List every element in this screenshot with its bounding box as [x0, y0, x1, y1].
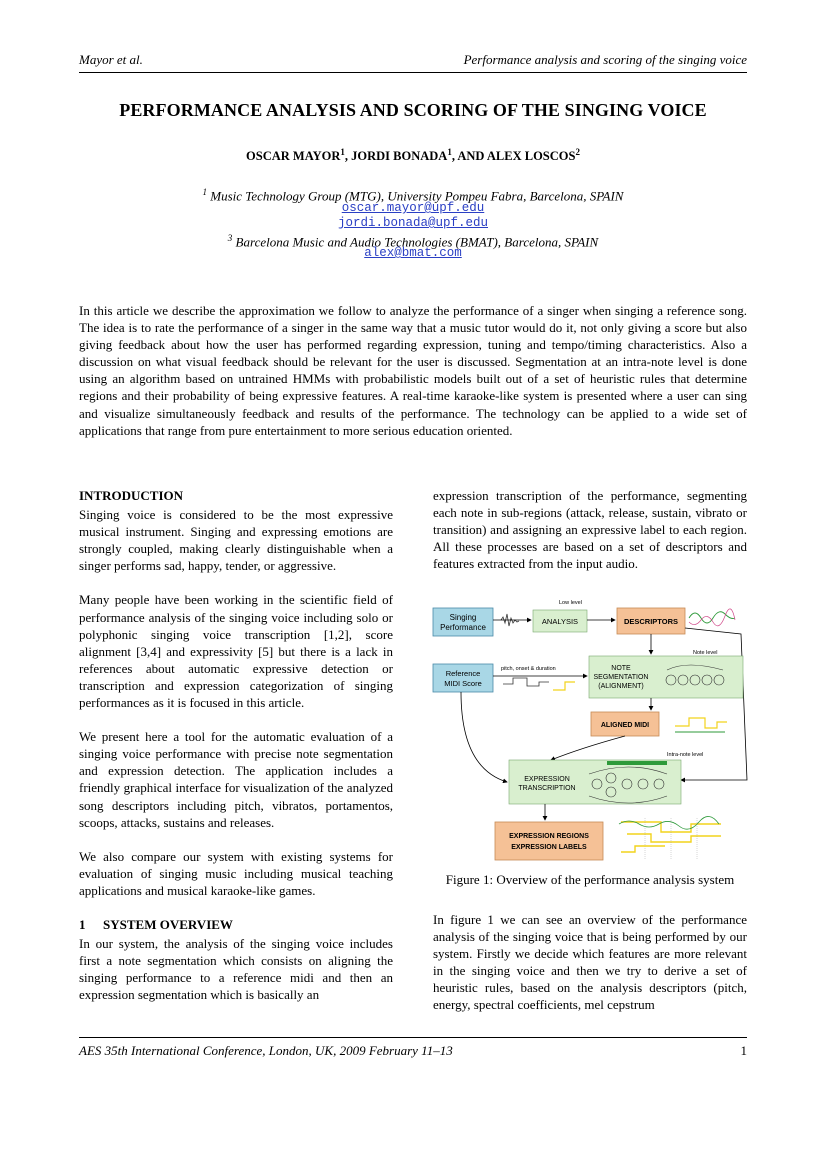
figure-caption: Figure 1: Overview of the performance an… [445, 872, 735, 887]
box-label: NOTE [611, 665, 631, 672]
affiliation-1: 1 Music Technology Group (MTG), Universi… [79, 185, 747, 203]
affil-text: Music Technology Group (MTG), University… [210, 188, 624, 204]
paragraph: We also compare our system with existing… [79, 848, 393, 898]
author-name: ALEX LOSCOS [486, 149, 576, 164]
author-sep: , [344, 149, 352, 164]
author-affil-mark: 1 [447, 147, 452, 157]
paper-title: PERFORMANCE ANALYSIS AND SCORING OF THE … [119, 100, 707, 120]
paragraph: Many people have been working in the sci… [79, 592, 393, 711]
box-label: MIDI Score [444, 679, 482, 688]
feedback-arrow [680, 627, 748, 783]
expression-model-icon [588, 766, 668, 804]
aligned-notes-icon [675, 717, 727, 729]
paragraph: expression transcription of the performa… [433, 488, 747, 572]
footer-rule [79, 1037, 747, 1038]
box-label: ANALYSIS [542, 617, 578, 626]
figure-overview-diagram: Singing Performance Low level ANALYSIS D… [432, 600, 748, 861]
box-label: Performance [440, 623, 486, 632]
paragraph: In our system, the analysis of the singi… [79, 936, 393, 1003]
right-column-top: expression transcription of the performa… [433, 487, 747, 589]
affil-mark: 3 [227, 233, 233, 243]
pitch-onset-label: pitch, onset & duration [501, 666, 556, 672]
paragraph: In figure 1 we can see an overview of th… [433, 912, 747, 1013]
descriptors-box [616, 607, 686, 635]
page-number: 1 [740, 1043, 748, 1058]
midi-notes-highlight [553, 681, 575, 691]
email-link-2[interactable]: jordi.bonada@upf.edu [337, 216, 489, 230]
running-header-right: Performance analysis and scoring of the … [463, 52, 747, 67]
affil-text: Barcelona Music and Audio Technologies (… [235, 234, 599, 250]
aligned-midi-box [590, 711, 660, 737]
paragraph: Singing voice is considered to be the mo… [79, 507, 393, 574]
hmm-states-icon [665, 664, 725, 686]
box-label: ALIGNED MIDI [601, 722, 649, 729]
note-level-label: Note level [693, 650, 717, 656]
section-number: 1 [79, 916, 86, 932]
expression-regions-box [494, 821, 604, 861]
author-list: OSCAR MAYOR1, JORDI BONADA1, AND ALEX LO… [79, 147, 747, 164]
paragraph: We present here a tool for the automatic… [79, 729, 393, 830]
reference-midi-box [432, 663, 494, 693]
descriptor-curve [688, 608, 736, 627]
section-title: SYSTEM OVERVIEW [103, 916, 233, 932]
affil-mark: 1 [202, 187, 208, 197]
intra-note-level-label: Intra-note level [667, 752, 703, 758]
abstract: In this article we describe the approxim… [79, 303, 747, 438]
author-name: OSCAR MAYOR [246, 149, 341, 164]
expression-transcription-box [508, 759, 682, 805]
box-label: EXPRESSION LABELS [511, 844, 587, 851]
singing-performance-box [432, 607, 494, 637]
expression-bar [607, 761, 667, 765]
expression-regions-plot [618, 816, 721, 860]
section-heading-system-overview: 1 SYSTEM OVERVIEW [79, 916, 393, 933]
note-segmentation-box [588, 655, 744, 699]
affiliation-2: 3 Barcelona Music and Audio Technologies… [79, 231, 747, 249]
author-affil-mark: 1 [340, 147, 345, 157]
email-link-3[interactable]: alex@bmat.com [364, 246, 462, 260]
right-column-bottom: In figure 1 we can see an overview of th… [433, 911, 747, 1031]
running-header-left: Mayor et al. [79, 52, 143, 67]
box-label: TRANSCRIPTION [518, 785, 575, 792]
author-name: JORDI BONADA [351, 149, 448, 164]
descriptor-curve [688, 611, 736, 624]
low-level-label: Low level [559, 600, 582, 606]
box-label: EXPRESSION [524, 776, 570, 783]
box-label: Singing [450, 613, 477, 622]
flow-arrow [460, 691, 508, 784]
flow-arrow [550, 735, 626, 761]
box-label: (ALIGNMENT) [598, 683, 644, 690]
author-sep: , AND [451, 149, 487, 164]
header-rule [79, 72, 747, 73]
email-link-1[interactable]: oscar.mayor@upf.edu [341, 201, 485, 215]
box-label: SEGMENTATION [594, 674, 649, 681]
footer-conference: AES 35th International Conference, Londo… [79, 1043, 453, 1058]
box-label: Reference [446, 669, 481, 678]
author-affil-mark: 2 [575, 147, 580, 157]
midi-notes-icon [503, 677, 549, 687]
box-label: DESCRIPTORS [624, 617, 678, 626]
analysis-box [532, 609, 588, 633]
box-label: EXPRESSION REGIONS [509, 833, 589, 840]
left-column: INTRODUCTION Singing voice is considered… [79, 487, 393, 1020]
section-heading-introduction: INTRODUCTION [79, 488, 184, 503]
